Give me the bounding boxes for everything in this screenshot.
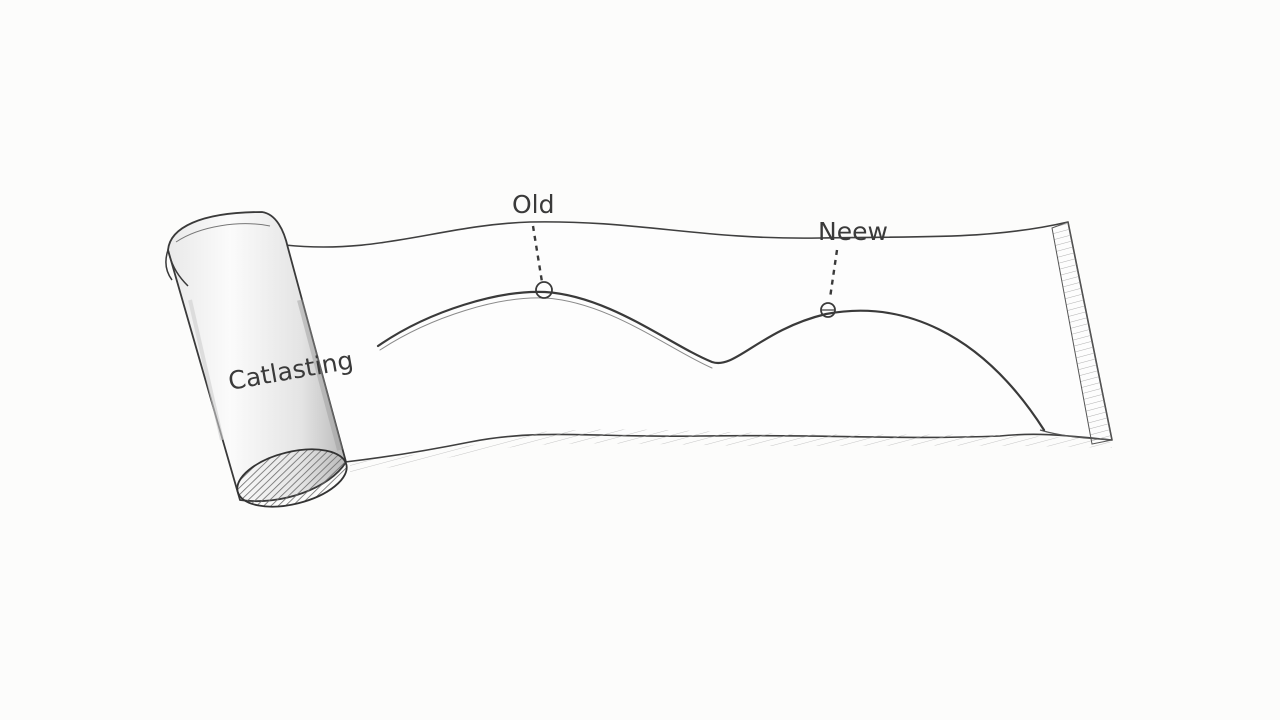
new-marker-icon xyxy=(820,302,836,318)
paper-sheet xyxy=(284,221,1113,463)
label-new: Neew xyxy=(818,217,888,246)
label-old: Old xyxy=(512,190,555,219)
old-marker-icon xyxy=(535,281,553,299)
new-leader xyxy=(828,249,839,299)
roll-opening xyxy=(236,448,348,508)
paper-bottom-shade xyxy=(350,429,1112,472)
trend-curve xyxy=(376,290,1046,432)
